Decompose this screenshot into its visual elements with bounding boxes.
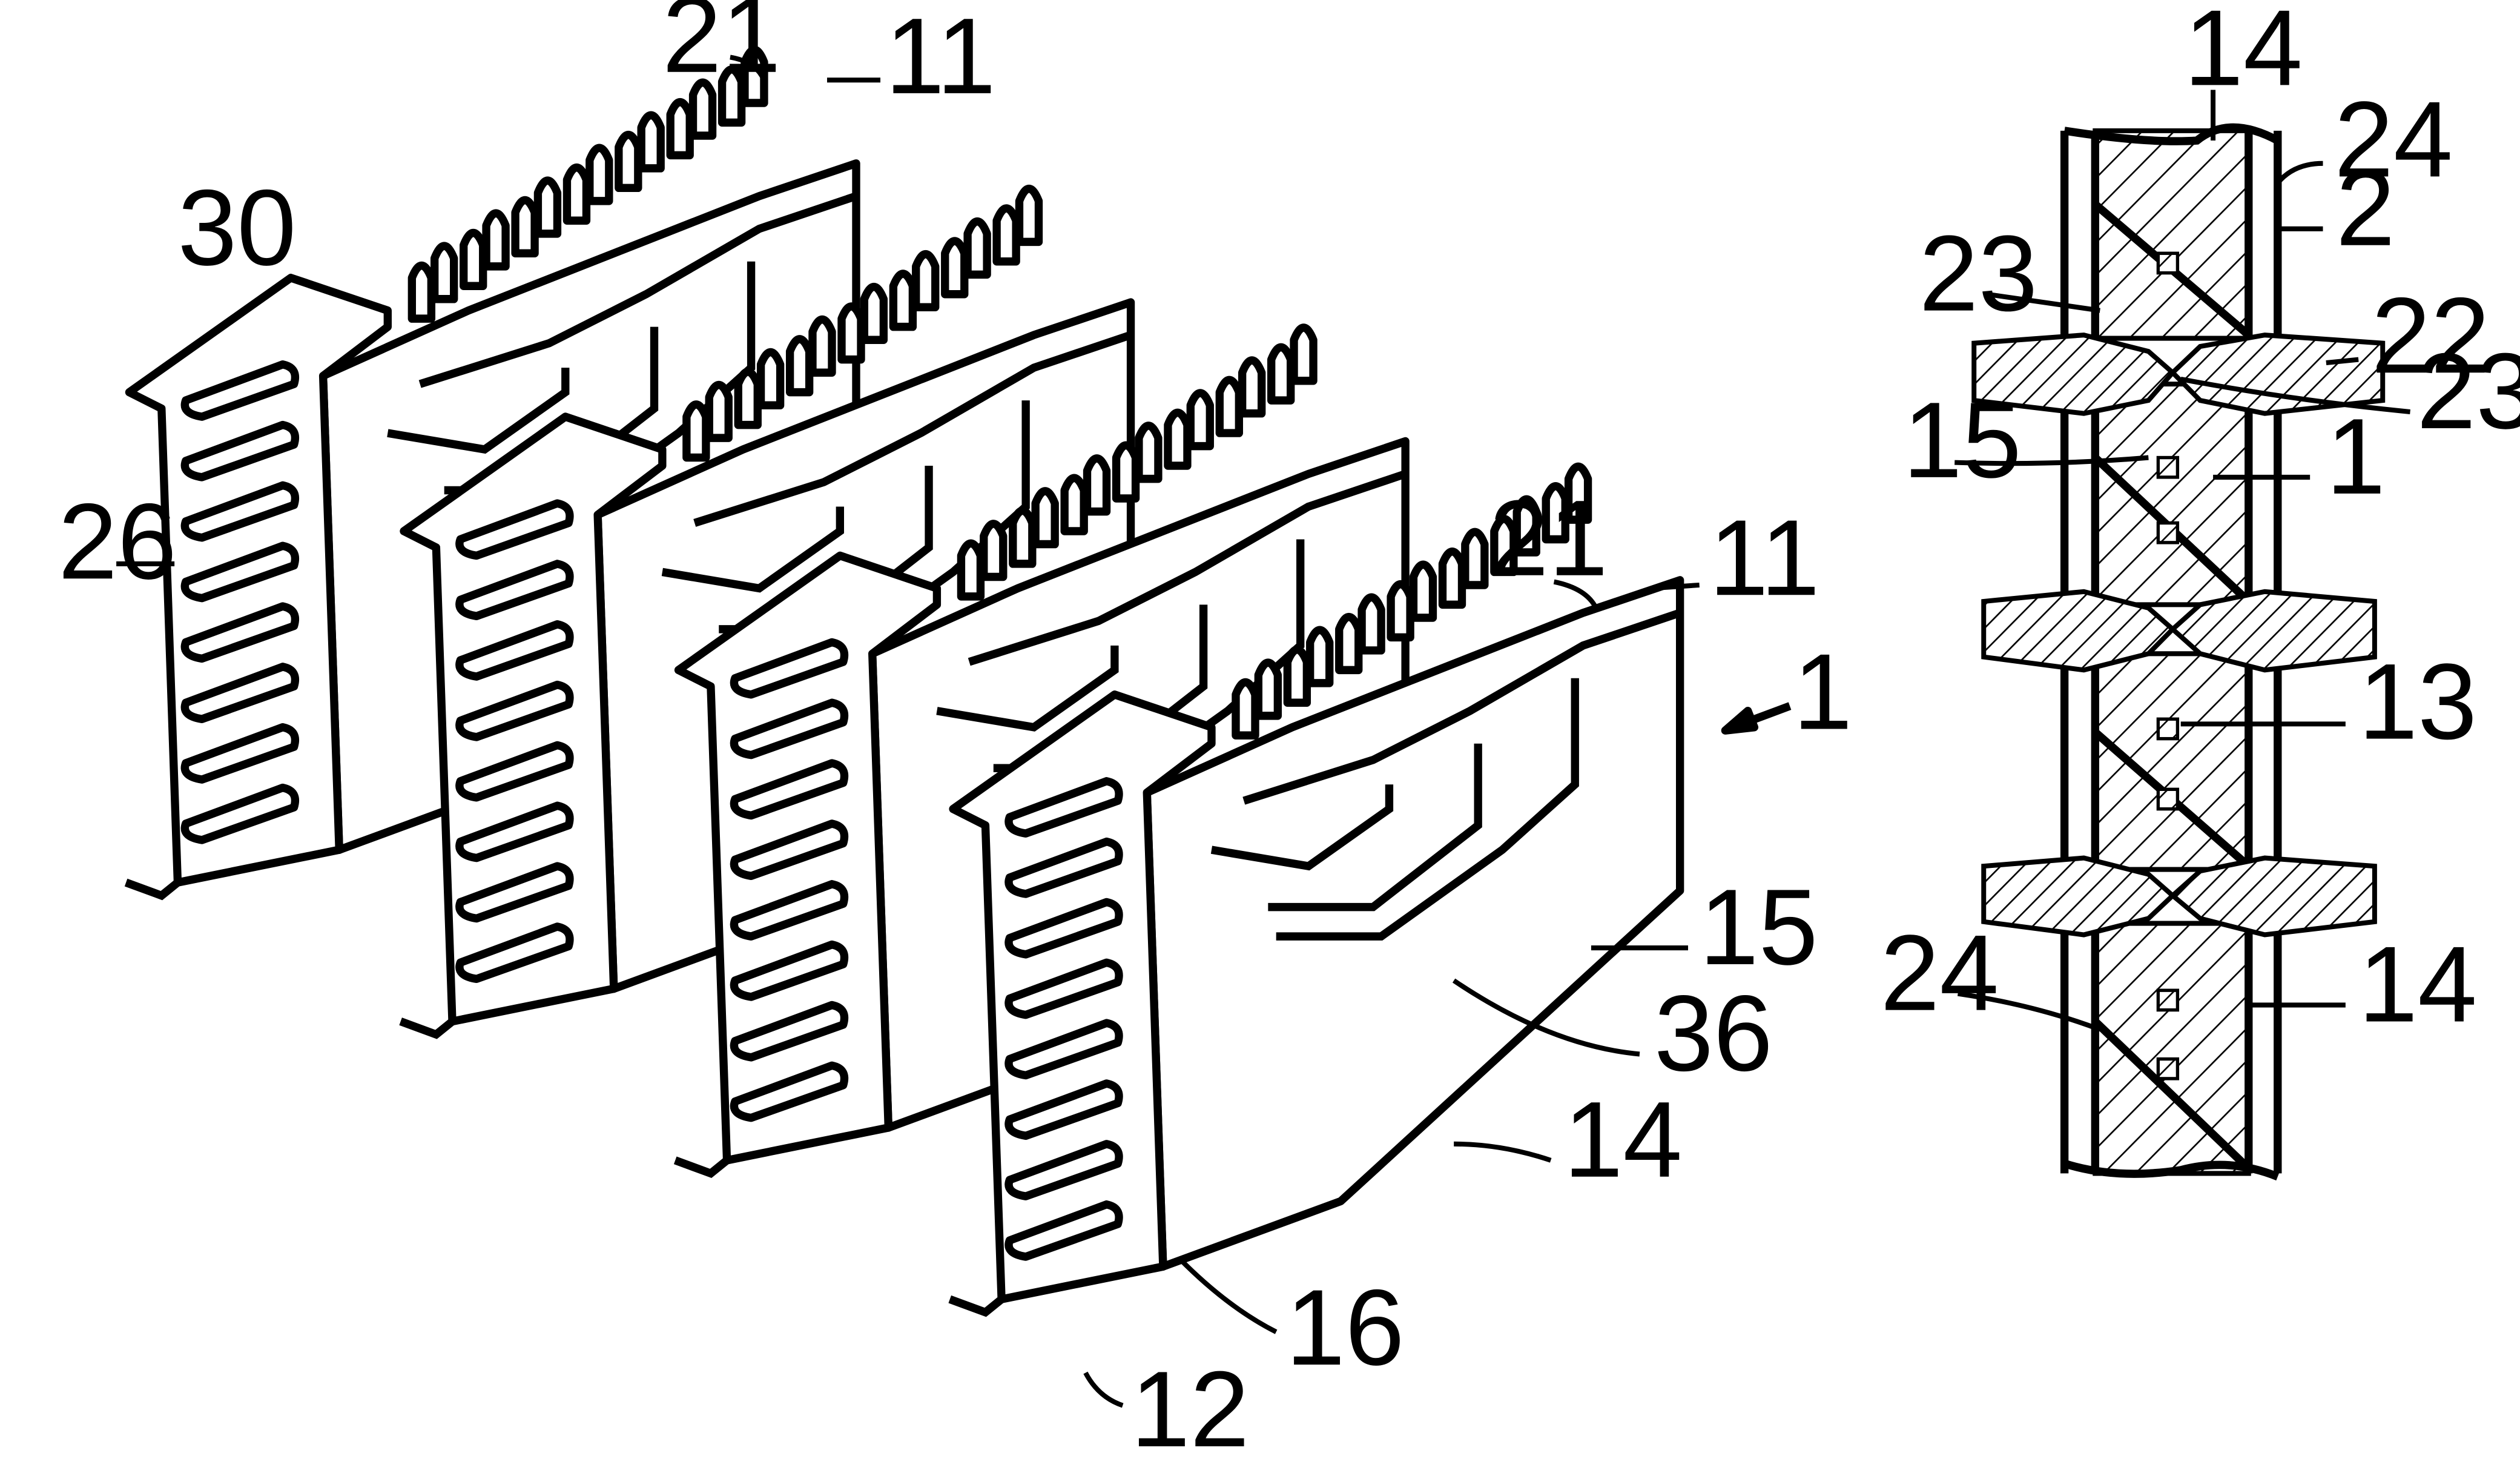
contact-pin [1287,650,1307,703]
contact-pin [1168,412,1187,466]
front-plate-foot [126,882,177,896]
wafer-assembly [126,50,1680,1312]
contact-pin [464,233,483,286]
contact-pin [1064,478,1084,531]
contact-pin [435,246,454,299]
contact-pin [945,241,965,294]
contact-pin [709,385,728,438]
contact-pin [1236,683,1255,736]
contact-pin [961,543,980,597]
label-r13: 13 [2358,641,2477,762]
label-1-arrow: 1 [1793,632,1852,752]
contact-pin [997,208,1016,262]
wafer-section-mid1 [2095,384,2248,604]
contact-pin [984,524,1003,577]
contact-pin [813,320,832,373]
contact-pin [538,180,557,234]
front-plate-foot [401,1021,452,1034]
contact-pin [1413,564,1433,618]
label-30: 30 [177,167,296,288]
contact-pin [1294,328,1313,381]
contact-pin [1035,491,1055,544]
label-r15: 15 [1903,380,2022,500]
contact-pin [968,222,987,275]
contact-pin [1339,617,1359,670]
label-r24-bot: 24 [1880,913,1999,1033]
contact-pin [1310,630,1330,683]
label-21-top: 21 [662,0,781,95]
label-11-top: 11 [885,0,996,116]
label-r23-b: 23 [2416,331,2520,451]
contact-pin [1117,445,1136,498]
contact-pin [842,306,861,360]
contact-pin [1258,663,1278,716]
contact-pin [1019,189,1038,242]
wafer-section-top [2095,131,2248,339]
label-12: 12 [1131,1349,1250,1469]
label-r14-top: 14 [2184,0,2303,108]
contact-pin [1272,347,1291,400]
label-15: 15 [1700,867,1818,987]
contact-pin [670,102,690,156]
contact-pin [1465,532,1485,585]
contact-pin [515,200,535,254]
label-r1: 1 [2326,396,2386,517]
label-26: 26 [58,481,177,601]
label-r2: 2 [2336,148,2395,268]
contact-pin [486,213,506,266]
contact-pin [893,274,912,327]
contact-pin [619,135,638,188]
contact-pin [916,254,935,308]
contact-pin [1391,584,1410,638]
contact-pin [761,352,780,405]
contact-pin [1442,552,1462,605]
contact-pin [1087,458,1107,512]
contact-pin [1219,380,1239,433]
label-36: 36 [1654,973,1773,1094]
contact-pin [1139,426,1158,479]
contact-pin [1242,360,1262,414]
contact-pin [412,265,431,319]
label-r14-bot: 14 [2358,924,2477,1045]
wafer-section-mid2 [2095,653,2248,869]
contact-pin [790,339,810,392]
front-plate-foot [675,1160,727,1174]
contact-pin [738,372,757,425]
contact-pin [1013,511,1032,564]
contact-pin [590,148,609,201]
contact-pin [864,287,883,340]
label-11-right: 11 [1709,497,1820,618]
label-r23-a: 23 [1919,213,2038,334]
contact-pin [641,115,661,168]
label-21-right: 21 [1489,478,1608,598]
contact-pin [567,168,586,221]
label-16: 16 [1286,1267,1405,1388]
contact-pin [1190,393,1210,446]
label-14: 14 [1564,1079,1683,1200]
contact-pin [1362,597,1381,650]
front-plate-foot [950,1299,1001,1312]
contact-pin [687,405,706,458]
